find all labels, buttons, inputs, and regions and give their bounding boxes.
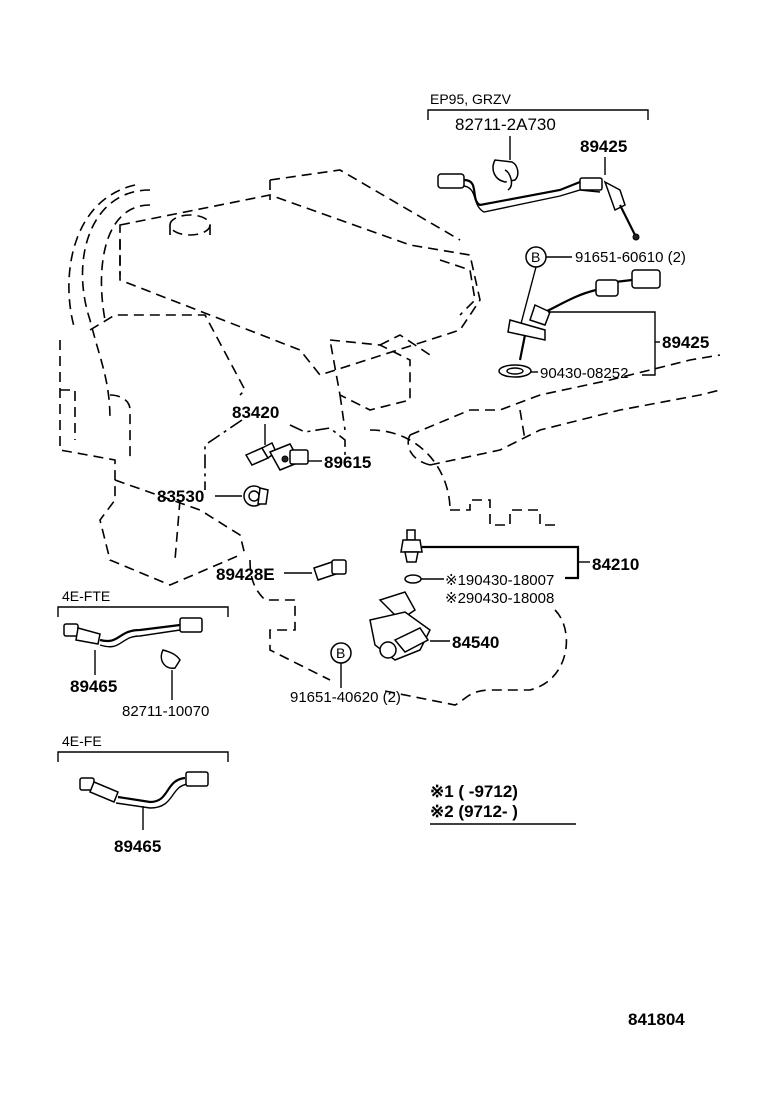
clamp-icon: [492, 159, 519, 191]
part-90430-08252-label: 90430-08252: [540, 365, 628, 382]
fe-bracket: 4E-FE: [57, 733, 229, 762]
part-89465-fe-label: 89465: [114, 837, 161, 856]
engine-outline: [59, 169, 721, 706]
temperature-sensor-icon: [313, 559, 347, 581]
throttle-position-sensor-icon: [369, 591, 431, 661]
clamp-icon: [160, 649, 181, 669]
part-84210-label: 84210: [592, 555, 639, 574]
note-1: ※1 ( -9712): [430, 782, 518, 801]
figure-number: 841804: [628, 1010, 685, 1029]
part-89465-fte-label: 89465: [70, 677, 117, 696]
part-91651-60610-label: 91651-60610 (2): [575, 249, 686, 266]
part-91651-40620-label: 91651-40620 (2): [290, 689, 401, 706]
bolt-marker-b-upper: B: [525, 246, 547, 268]
notes: ※1 ( -9712) ※2 (9712- ): [430, 782, 576, 825]
part-89425-upper-label: 89425: [580, 137, 627, 156]
part-90430-18007-label: ※190430-18007: [445, 572, 554, 589]
part-83420-label: 83420: [232, 403, 279, 422]
part-82711-10070-label: 82711-10070: [122, 703, 209, 720]
svg-text:B: B: [531, 249, 540, 265]
gasket-icon: [404, 574, 422, 584]
part-90430-18008-label: ※290430-18008: [445, 590, 554, 607]
temperature-sensor-icon: [507, 269, 661, 361]
svg-text:B: B: [336, 645, 345, 661]
note-2: ※2 (9712- ): [430, 802, 518, 821]
oxygen-sensor-icon: [63, 617, 203, 648]
part-84540-label: 84540: [452, 633, 499, 652]
fte-bracket: 4E-FTE: [57, 588, 229, 617]
ep95-label: EP95, GRZV: [430, 91, 512, 107]
part-89425-lower-label: 89425: [662, 333, 709, 352]
part-82711-2A730-label: 82711-2A730: [455, 115, 556, 134]
gasket-icon: [498, 364, 532, 378]
part-89615-label: 89615: [324, 453, 371, 472]
ep95-bracket: EP95, GRZV: [427, 91, 649, 120]
part-89428E-label: 89428E: [216, 565, 275, 584]
oxygen-sensor-icon: [79, 771, 209, 809]
knock-sensor-icon: [243, 485, 269, 507]
part-83530-label: 83530: [157, 487, 204, 506]
oil-pressure-switch-icon: [400, 529, 423, 563]
temperature-sensor-icon: [268, 443, 309, 471]
fe-label: 4E-FE: [62, 733, 102, 749]
oxygen-sensor-icon: [437, 173, 640, 241]
bolt-marker-b-lower: B: [330, 642, 352, 664]
fte-label: 4E-FTE: [62, 588, 110, 604]
